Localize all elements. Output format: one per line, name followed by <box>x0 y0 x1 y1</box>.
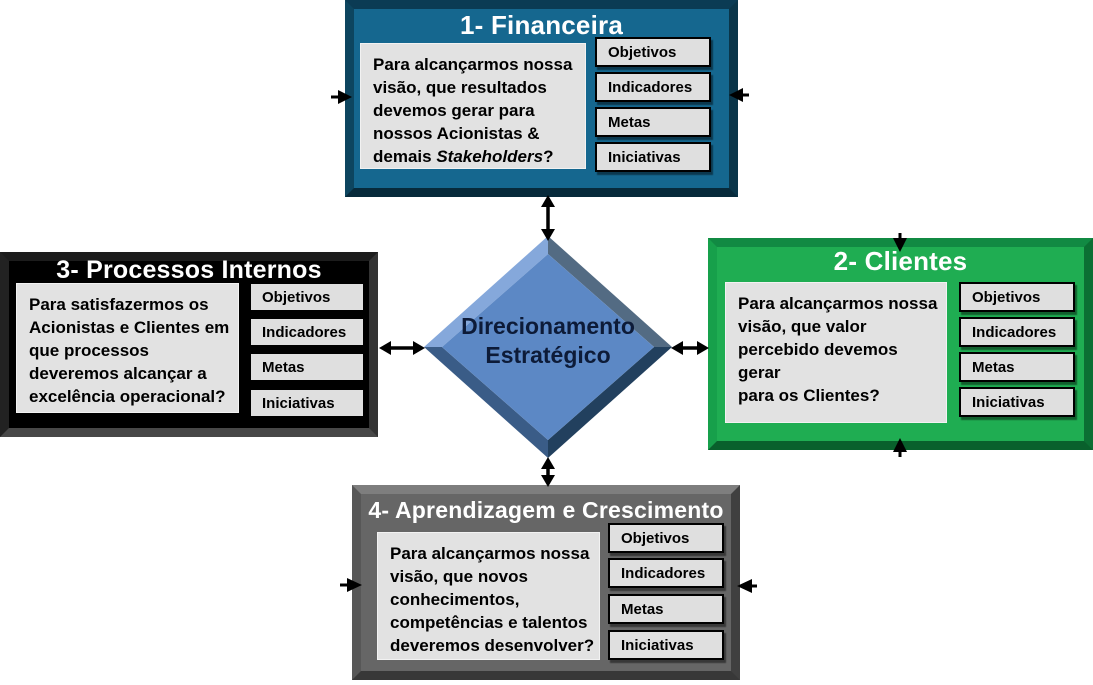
perspective-processos-box: 3- Processos Internos Para satisfazermos… <box>0 252 378 437</box>
aprendizagem-objetivos-button[interactable]: Objetivos <box>608 523 724 553</box>
processos-metas-button[interactable]: Metas <box>249 352 365 382</box>
diamond-label-line2: Estratégico <box>485 342 611 368</box>
financeira-question-italic: Stakeholders <box>436 147 544 166</box>
clientes-iniciativas-button[interactable]: Iniciativas <box>959 387 1075 417</box>
financeira-question-text: Para alcançarmos nossa visão, que result… <box>373 55 573 166</box>
clientes-metas-button[interactable]: Metas <box>959 352 1075 382</box>
processos-indicadores-button[interactable]: Indicadores <box>249 317 365 347</box>
financeira-objetivos-button[interactable]: Objetivos <box>595 37 711 67</box>
diamond-label: Direcionamento Estratégico <box>418 312 678 370</box>
financeira-iniciativas-button[interactable]: Iniciativas <box>595 142 711 172</box>
strategic-direction-diamond: Direcionamento Estratégico <box>418 226 678 466</box>
diamond-label-line1: Direcionamento <box>461 313 635 339</box>
financeira-metas-button[interactable]: Metas <box>595 107 711 137</box>
perspective-financeira-box: 1- Financeira Para alcançarmos nossa vis… <box>345 0 738 197</box>
aprendizagem-indicadores-button[interactable]: Indicadores <box>608 558 724 588</box>
diamond-shape <box>424 236 672 458</box>
perspective-aprendizagem-box: 4- Aprendizagem e Crescimento Para alcan… <box>352 485 740 680</box>
financeira-question-end: ? <box>543 147 554 166</box>
clientes-objetivos-button[interactable]: Objetivos <box>959 282 1075 312</box>
perspective-processos-question-panel: Para satisfazermos os Acionistas e Clien… <box>16 283 239 413</box>
perspective-financeira-title: 1- Financeira <box>460 10 623 40</box>
perspective-aprendizagem-title: 4- Aprendizagem e Crescimento <box>368 497 724 523</box>
perspective-clientes-question-panel: Para alcançarmos nossa visão, que valor … <box>725 282 947 423</box>
aprendizagem-iniciativas-button[interactable]: Iniciativas <box>608 630 724 660</box>
arrowhead-into-aprendizagem-right <box>737 579 757 593</box>
processos-objetivos-button[interactable]: Objetivos <box>249 282 365 312</box>
financeira-indicadores-button[interactable]: Indicadores <box>595 72 711 102</box>
clientes-indicadores-button[interactable]: Indicadores <box>959 317 1075 347</box>
perspective-financeira-question-panel: Para alcançarmos nossa visão, que result… <box>360 43 586 169</box>
aprendizagem-metas-button[interactable]: Metas <box>608 594 724 624</box>
processos-iniciativas-button[interactable]: Iniciativas <box>249 388 365 418</box>
perspective-clientes-box: 2- Clientes Para alcançarmos nossa visão… <box>708 238 1093 450</box>
perspective-processos-title: 3- Processos Internos <box>56 256 322 284</box>
perspective-aprendizagem-question-panel: Para alcançarmos nossa visão, que novos … <box>377 532 600 660</box>
perspective-clientes-title: 2- Clientes <box>833 246 968 276</box>
